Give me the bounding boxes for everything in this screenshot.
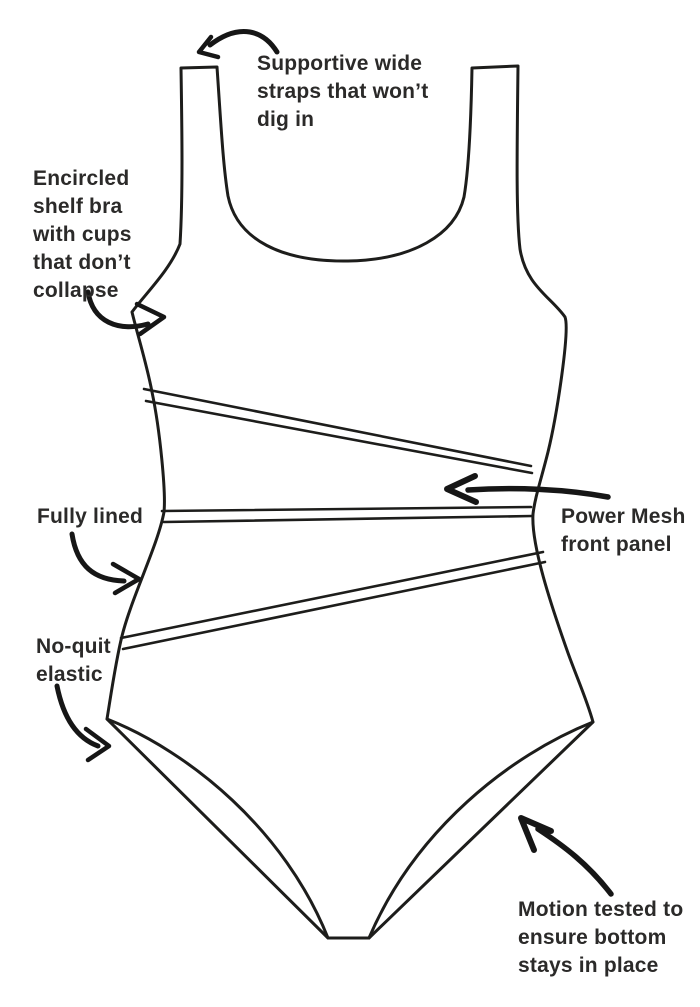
left-leg-opening-curve	[105, 717, 330, 940]
middle-seam-bottom-line	[162, 514, 534, 524]
lower-seam-top-line	[119, 550, 545, 640]
label-no-quit-elastic: No-quit elastic	[36, 635, 111, 686]
suit-body-outline	[105, 64, 595, 940]
panel-seam-lines	[119, 387, 547, 651]
annotation-arrows	[54, 28, 614, 897]
motion-tested-arrow	[518, 815, 614, 897]
label-power-mesh: Power Mesh front panel	[561, 505, 686, 556]
lower-seam-bottom-line	[121, 560, 547, 651]
label-shelf-bra: Encircled shelf bra with cups that don’t…	[33, 167, 132, 302]
shelf-bra-arrow	[85, 289, 167, 337]
label-fully-lined: Fully lined	[37, 505, 144, 528]
label-motion-tested: Motion tested to ensure bottom stays in …	[518, 898, 684, 977]
no-quit-elastic-arrow	[54, 683, 112, 763]
label-supportive-straps: Supportive wide straps that won’t dig in	[257, 52, 429, 131]
right-leg-opening-curve	[367, 720, 595, 940]
swimsuit-outline	[105, 64, 595, 940]
middle-seam-top-line	[160, 505, 533, 513]
straps-arrow	[196, 28, 280, 60]
upper-seam-top-line	[142, 387, 533, 468]
fully-lined-arrow	[69, 531, 142, 596]
power-mesh-arrow	[444, 473, 611, 505]
upper-seam-bottom-line	[144, 399, 534, 475]
